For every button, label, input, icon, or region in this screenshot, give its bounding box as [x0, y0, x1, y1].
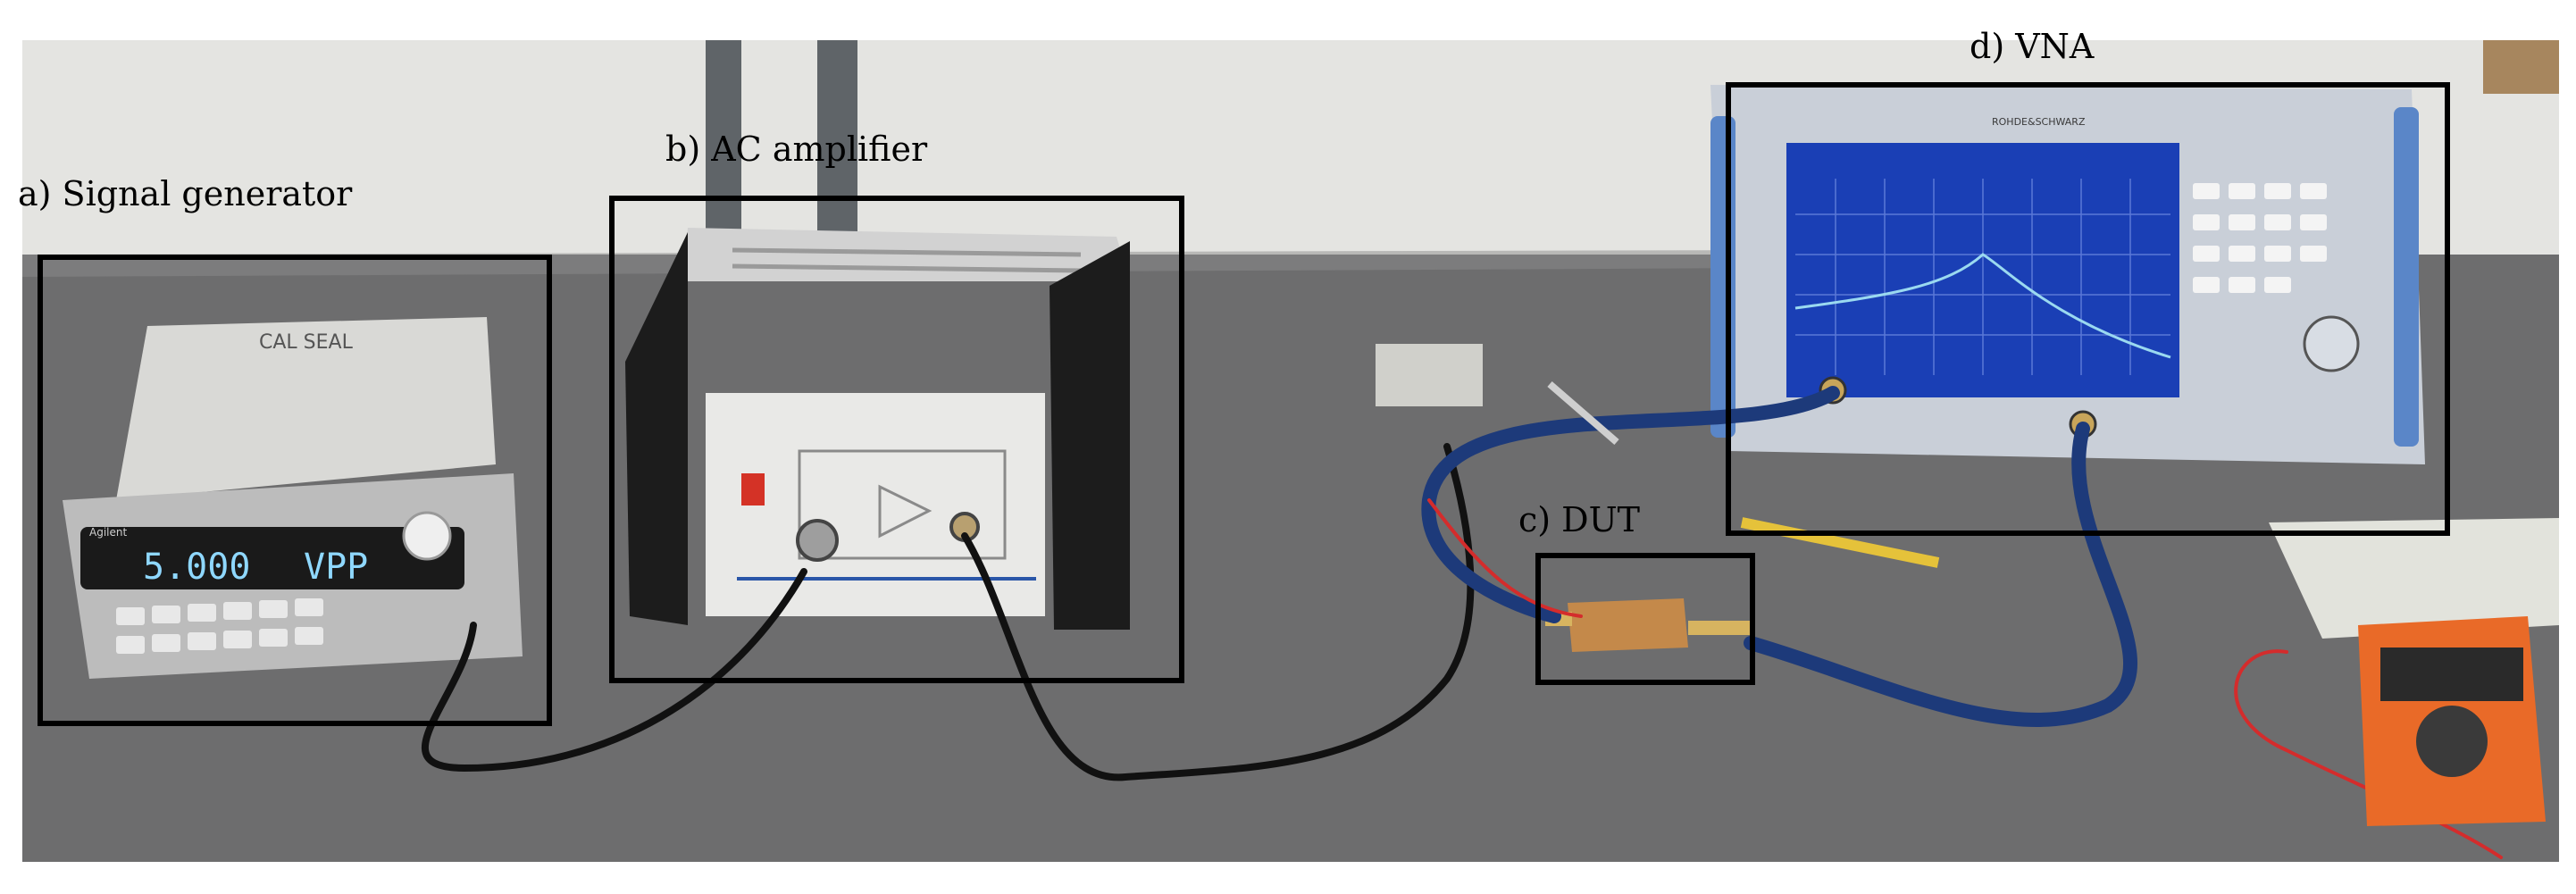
annotation-boxes	[38, 82, 2450, 726]
amplifier-power-switch	[741, 473, 765, 505]
box-vna	[1726, 82, 2450, 536]
keyboard	[2269, 518, 2559, 639]
generator-display-value: 5.000	[143, 547, 250, 588]
box-corner	[2483, 40, 2559, 94]
signal-generator: 5.000 VPP Agilent CAL SEAL	[63, 317, 523, 679]
multimeter	[2358, 616, 2546, 826]
label-vna: d) VNA	[1970, 27, 2095, 66]
parts-box	[1376, 344, 1483, 406]
label-ac-amplifier: b) AC amplifier	[665, 130, 928, 169]
generator-brand: Agilent	[89, 526, 127, 539]
cable-generator-to-amplifier	[421, 568, 807, 773]
pen-yellow	[1740, 517, 1940, 568]
vna-resonance-trace	[1794, 253, 2171, 359]
amplifier-input-connector	[796, 519, 839, 562]
label-dut: c) DUT	[1518, 500, 1640, 539]
vna-keypad	[2193, 183, 2327, 293]
multimeter-lead-red	[2234, 649, 2503, 859]
generator-keypad	[116, 598, 323, 654]
wall-pillar	[706, 40, 741, 255]
vna-rotary-knob	[2303, 315, 2360, 372]
generator-sticker-note: CAL SEAL	[259, 331, 354, 354]
amplifier-vents	[732, 247, 1082, 273]
ac-amplifier	[625, 228, 1130, 630]
box-ac-amplifier	[609, 196, 1184, 683]
box-dut	[1535, 553, 1755, 685]
vna-brand: ROHDE&SCHWARZ	[1992, 116, 2086, 128]
box-signal-generator	[38, 255, 552, 726]
wrench	[1547, 380, 1619, 446]
wall-pillar	[817, 40, 857, 255]
generator-display-unit: VPP	[304, 547, 368, 588]
generator-knob	[402, 511, 452, 561]
cable-amplifier-to-dut	[961, 443, 1475, 781]
dut-board	[1545, 598, 1751, 652]
label-signal-generator: a) Signal generator	[18, 174, 353, 213]
probe-lead-red	[1427, 498, 1583, 618]
